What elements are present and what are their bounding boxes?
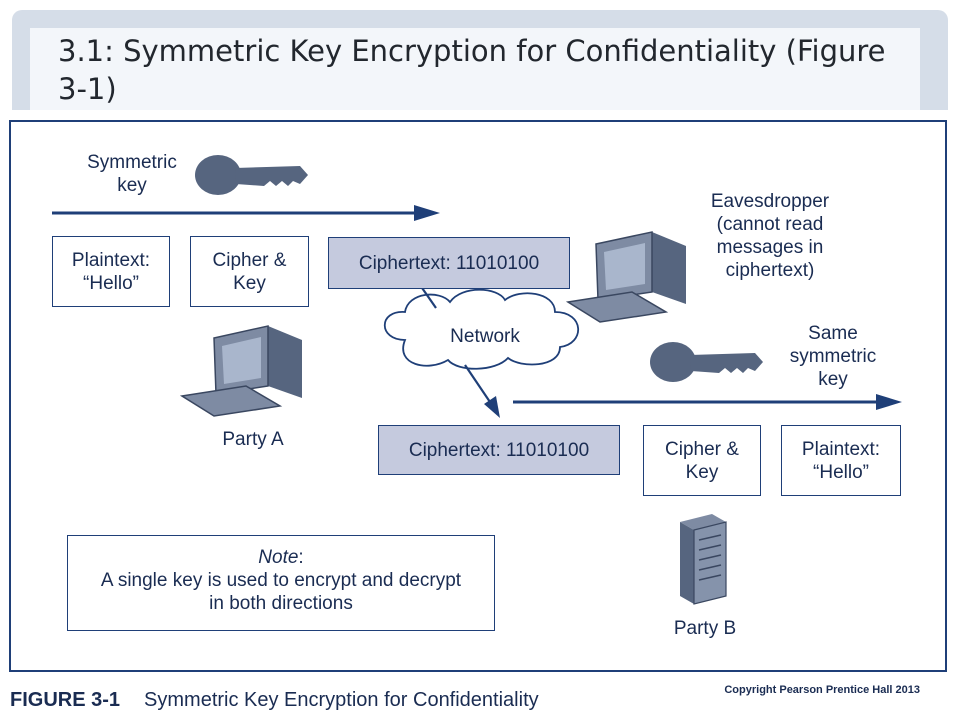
plaintext-box-a: Plaintext: “Hello” [52,236,170,307]
network-to-cipher-arrow [464,364,500,418]
cipher-key-box-b: Cipher & Key [643,425,761,496]
same-symmetric-key-label: Same symmetric key [789,323,877,390]
same-symmetric-key-icon [650,342,763,382]
note-title: Note [258,547,299,568]
party-a-label: Party A [222,429,284,450]
slide-title: 3.1: Symmetric Key Encryption for Confid… [58,34,886,106]
figure-number: FIGURE 3-1 [10,689,121,711]
note-text: A single key is used to encrypt and decr… [100,570,462,614]
eavesdropper-label: Eavesdropper (cannot read messages in ci… [710,191,830,281]
note-heading: Note: [68,546,494,569]
ciphertext-box-bottom: Ciphertext: 11010100 [378,425,620,475]
figure-caption: FIGURE 3-1 Symmetric Key Encryption for C… [10,689,539,712]
top-flow-arrow [52,205,440,221]
eavesdropper-computer-icon [565,231,686,323]
symmetric-key-label: Symmetric key [87,152,177,196]
party-a-computer-icon [179,325,302,417]
note-box: Note: A single key is used to encrypt an… [67,535,495,631]
cipher-key-box-a: Cipher & Key [190,236,309,307]
plaintext-box-b: Plaintext: “Hello” [781,425,901,496]
note-colon: : [298,547,304,568]
network-label: Network [450,326,520,347]
party-b-label: Party B [673,618,737,639]
network-cloud [383,288,580,370]
symmetric-key-icon [195,155,308,195]
title-background [30,28,920,110]
figure-caption-text: Symmetric Key Encryption for Confidentia… [144,689,539,711]
party-b-server-icon [680,514,727,605]
ciphertext-box-top: Ciphertext: 11010100 [328,237,570,289]
copyright-notice: Copyright Pearson Prentice Hall 2013 [724,684,920,696]
bottom-flow-arrow [513,394,902,410]
